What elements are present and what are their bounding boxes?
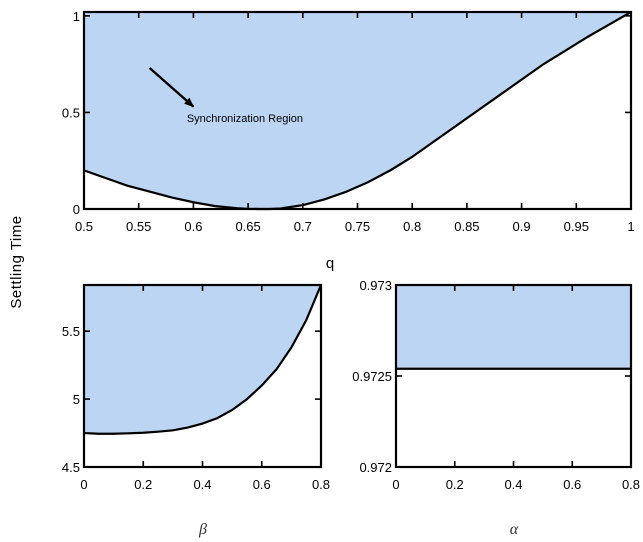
y-tick-label: 5.5 (62, 324, 80, 339)
y-tick-label: 0.9725 (352, 369, 392, 384)
x-tick-label: 1 (627, 219, 634, 234)
synchronization-region-fill (396, 285, 631, 369)
y-tick-label: 0.5 (62, 105, 80, 120)
synchronization-region-label: Synchronization Region (187, 113, 303, 125)
x-tick-label: 0.6 (184, 219, 202, 234)
x-tick-label: 0.65 (235, 219, 260, 234)
boundary-curve (83, 284, 323, 435)
panel-3: 0 0.2 0.4 0.6 0.8 0.972 0.9725 0.973 α (352, 278, 640, 538)
x-tick-label: 0.95 (564, 219, 589, 234)
y-tick-label: 0 (73, 202, 80, 217)
x-axis-label: α (510, 521, 519, 538)
x-tick-label: 0.6 (563, 477, 581, 492)
x-tick-label: 0.8 (622, 477, 640, 492)
boundary-curve (83, 11, 632, 211)
x-axis-label: q (326, 255, 334, 272)
annotation-arrow (148, 67, 195, 108)
x-axis-label: β (198, 521, 207, 538)
x-tick-label: 0.2 (446, 477, 464, 492)
x-tick-label: 0.2 (134, 477, 152, 492)
x-tick-label: 0 (80, 477, 87, 492)
x-tick-label: 0.85 (454, 219, 479, 234)
x-tick-label: 0 (392, 477, 399, 492)
y-tick-label: 4.5 (62, 460, 80, 475)
y-tick-label: 1 (73, 9, 80, 24)
x-tick-label: 0.4 (504, 477, 522, 492)
x-tick-label: 0.5 (75, 219, 93, 234)
x-tick-label: 0.8 (312, 477, 330, 492)
x-tick-label: 0.6 (253, 477, 271, 492)
panel-2: 0 0.2 0.4 0.6 0.8 4.5 5 5.5 β (62, 283, 330, 538)
x-tick-label: 0.9 (513, 219, 531, 234)
x-tick-label: 0.8 (403, 219, 421, 234)
panel-1: 0.5 0.55 0.6 0.65 0.7 0.75 0.8 0.85 0.9 0.95 1 0 0.5… (62, 9, 635, 272)
x-tick-label: 0.7 (294, 219, 312, 234)
synchronization-region-fill (84, 12, 631, 209)
y-tick-label: 0.972 (359, 460, 392, 475)
y-tick-label: 0.973 (359, 278, 392, 293)
shared-y-label: Settling Time (8, 215, 25, 308)
y-tick-label: 5 (73, 392, 80, 407)
x-tick-label: 0.55 (126, 219, 151, 234)
x-tick-label: 0.75 (345, 219, 370, 234)
x-tick-label: 0.4 (193, 477, 211, 492)
synchronization-region-fill (84, 285, 321, 434)
